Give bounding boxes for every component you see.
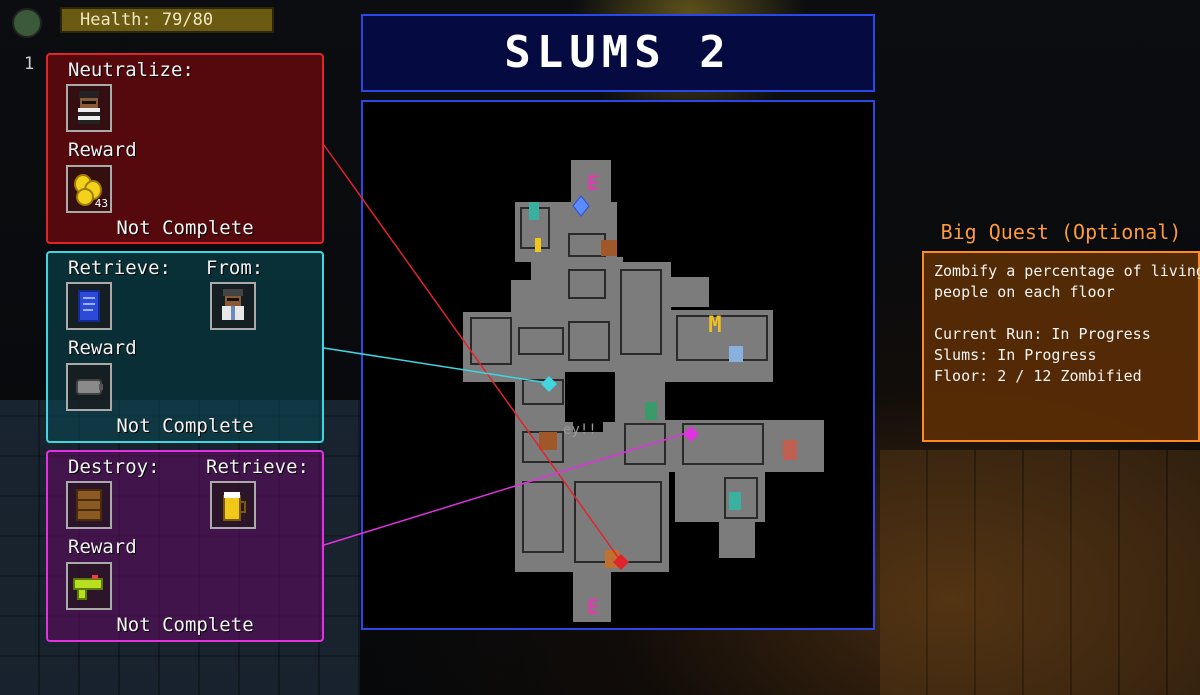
- quest-objective-label: Destroy:: [68, 456, 160, 478]
- quest-source-label: From:: [206, 257, 264, 279]
- quest-card-retrieve[interactable]: Retrieve: From: Reward Not Complete: [46, 251, 324, 443]
- floor-tiles-right: [880, 450, 1200, 695]
- battery-reward-icon: [66, 363, 112, 411]
- reward-label: Reward: [68, 337, 137, 359]
- npc-marker: [529, 202, 539, 220]
- water-pistol-reward-icon: [66, 562, 112, 610]
- quest-objective-label-2: Retrieve:: [206, 456, 309, 478]
- big-quest-panel: Zombify a percentage of living people on…: [922, 251, 1200, 442]
- reward-quantity: 43: [94, 197, 108, 210]
- mayor-marker: M: [708, 313, 721, 338]
- quest-objective-label: Neutralize:: [68, 59, 194, 81]
- exit-marker-top: E: [587, 171, 599, 195]
- reward-label: Reward: [68, 536, 137, 558]
- chest-marker: [601, 240, 617, 256]
- quest-status: Not Complete: [116, 415, 254, 437]
- level-title: SLUMS 2: [504, 27, 732, 78]
- money-reward-icon: 43: [66, 165, 112, 213]
- quest-objective-label: Retrieve:: [68, 257, 171, 279]
- exit-marker-bottom: E: [587, 595, 599, 619]
- big-quest-line: people on each floor: [934, 283, 1115, 301]
- quest-status: Not Complete: [116, 614, 254, 636]
- npc-marker: [729, 492, 741, 510]
- big-quest-spacer: [934, 303, 1188, 324]
- quest-card-destroy[interactable]: Destroy: Retrieve: Reward Not Complete: [46, 450, 324, 642]
- hud-counter: 1: [24, 54, 35, 74]
- map-layout: E E M ey!!: [463, 160, 824, 622]
- beer-item-icon: [210, 481, 256, 529]
- big-quest-line: Current Run: In Progress: [934, 325, 1151, 343]
- player-avatar-icon: [12, 8, 42, 38]
- reward-label: Reward: [68, 139, 137, 161]
- crate-item-icon: [66, 481, 112, 529]
- level-map[interactable]: E E M ey!!: [361, 100, 875, 630]
- item-marker: [535, 238, 541, 252]
- big-quest-line: Floor: 2 / 12 Zombified: [934, 367, 1142, 385]
- crate-marker: [539, 432, 557, 450]
- big-quest-line: Zombify a percentage of living: [934, 262, 1200, 280]
- npc-marker: [645, 402, 657, 420]
- document-item-icon: [66, 282, 112, 330]
- map-background-text: ey!!: [563, 422, 597, 438]
- quest-card-neutralize[interactable]: Neutralize: Reward 43 Not Complete: [46, 53, 324, 244]
- quest-status: Not Complete: [116, 217, 254, 239]
- npc-marker: [729, 346, 743, 362]
- npc-marker: [783, 440, 797, 460]
- source-npc-icon: [210, 282, 256, 330]
- big-quest-line: Slums: In Progress: [934, 346, 1097, 364]
- level-title-panel: SLUMS 2: [361, 14, 875, 92]
- health-bar: Health: 79/80: [60, 7, 274, 33]
- big-quest-title: Big Quest (Optional): [940, 220, 1182, 244]
- target-npc-icon: [66, 84, 112, 132]
